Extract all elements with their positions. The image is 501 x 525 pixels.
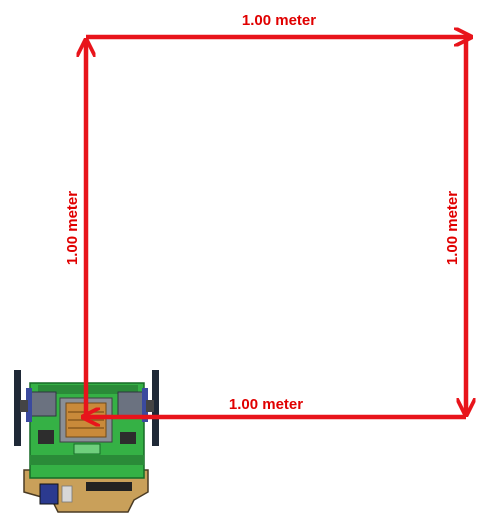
robot-motor-mount-left [26,388,32,422]
label-left-distance: 1.00 meter [64,191,81,265]
robot-board-strip [30,455,144,465]
path-arrows [84,37,470,417]
distance-labels: 1.00 meter 1.00 meter 1.00 meter 1.00 me… [64,12,461,413]
robot-capacitor [61,485,73,503]
robot-hub-right [146,400,154,412]
robot-motor-right [117,391,145,417]
label-right-distance: 1.00 meter [444,191,461,265]
robot-switch [39,483,59,505]
robot-hub-left [20,400,28,412]
robot-wheel-left [14,370,21,446]
robot-motor-left [29,391,57,417]
robot-motor-mount-right [142,388,148,422]
robot-chip-left [38,430,54,444]
label-top-distance: 1.00 meter [242,12,316,29]
label-bottom-distance: 1.00 meter [229,396,303,413]
robot-connector [86,482,132,491]
robot-wheel-right [152,370,159,446]
robot-front-slot [73,443,101,455]
robot-chip-right [120,432,136,444]
